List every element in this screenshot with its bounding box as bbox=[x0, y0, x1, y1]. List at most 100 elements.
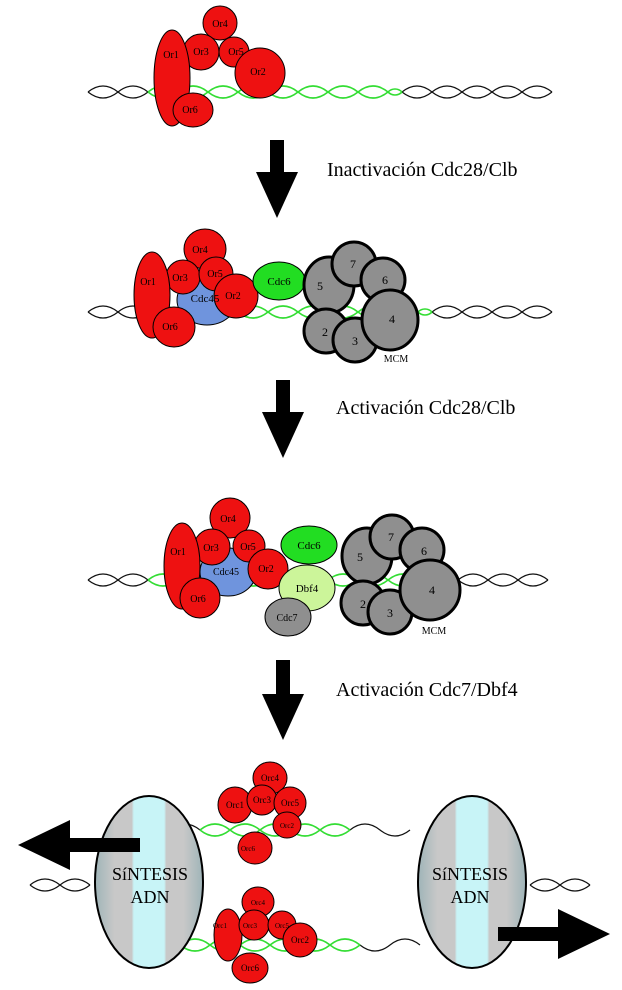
polymerase-label-left-line2: ADN bbox=[131, 887, 170, 907]
label-cdc45: Cdc45 bbox=[191, 293, 220, 305]
step-1-label: Inactivación Cdc28/Clb bbox=[327, 159, 518, 181]
label-orc6: Or6 bbox=[162, 322, 178, 333]
label-cdc6: Cdc6 bbox=[267, 276, 291, 288]
label-mcm7: 7 bbox=[350, 257, 356, 271]
orc6-subunit bbox=[152, 306, 196, 348]
label-orc-left-top: Or3 bbox=[193, 47, 209, 58]
label-orc4: Orc4 bbox=[251, 899, 265, 907]
orc2-subunit bbox=[234, 47, 286, 99]
mcm4-subunit bbox=[360, 288, 420, 352]
top-orc-complex bbox=[217, 761, 307, 865]
label-mcm6: 6 bbox=[382, 273, 388, 287]
mcm-complex bbox=[302, 240, 420, 364]
cdc7-protein bbox=[264, 597, 312, 637]
label-orc2: Orc2 bbox=[291, 935, 309, 945]
label-orc4: Or4 bbox=[220, 514, 236, 525]
label-orc6: Orc6 bbox=[241, 963, 259, 973]
bottom-orc-complex bbox=[213, 886, 318, 984]
label-orc-bottom: Or6 bbox=[182, 105, 198, 116]
label-mcm4: 4 bbox=[429, 583, 435, 597]
label-mcm4: 4 bbox=[389, 312, 395, 326]
orc1-subunit bbox=[213, 908, 243, 962]
stage-3: Or4 Or3 Or5 Or2 Or1 Or6 Cdc45 Cdc6 Dbf4 … bbox=[87, 497, 549, 637]
orc-complex bbox=[153, 5, 286, 128]
orc6-subunit bbox=[231, 952, 269, 984]
polymerase-body bbox=[417, 795, 527, 969]
arrow-step-2 bbox=[262, 380, 304, 458]
label-orc-mid: Or5 bbox=[228, 47, 244, 58]
label-dbf4: Dbf4 bbox=[296, 583, 319, 595]
label-cdc7: Cdc7 bbox=[276, 613, 297, 624]
label-mcm3: 3 bbox=[352, 334, 358, 348]
label-cdc6: Cdc6 bbox=[297, 540, 321, 552]
dna-strand-black-2 bbox=[87, 85, 553, 99]
right-polymerase: SíNTESIS ADN bbox=[417, 795, 527, 969]
label-mcm2: 2 bbox=[360, 597, 366, 611]
label-mcm3: 3 bbox=[387, 606, 393, 620]
step-2-label: Activación Cdc28/Clb bbox=[336, 397, 515, 419]
step-3-label: Activación Cdc7/Dbf4 bbox=[336, 679, 518, 701]
label-orc1: Orc1 bbox=[213, 922, 227, 930]
dna-right-black bbox=[529, 878, 591, 892]
orc6-subunit bbox=[237, 831, 273, 865]
label-orc2: Or2 bbox=[258, 564, 274, 575]
bottom-orc-labels: Orc4 Orc1 Orc3 Orc5 Orc2 Orc6 bbox=[213, 899, 309, 973]
label-orc4: Orc4 bbox=[261, 773, 279, 783]
left-direction-arrow bbox=[18, 820, 140, 870]
stage-2: Or4 Or3 Or5 Or2 Or1 Or6 Cdc45 Cdc6 5 7 6… bbox=[87, 228, 553, 365]
orc2-subunit bbox=[272, 811, 302, 839]
orc2-subunit bbox=[282, 922, 318, 958]
right-direction-arrow bbox=[498, 909, 610, 959]
dna-bottom-green bbox=[179, 938, 361, 952]
dna-left-black bbox=[29, 878, 91, 892]
label-orc-right: Or2 bbox=[250, 67, 266, 78]
polymerase-label-right-line2: ADN bbox=[451, 887, 490, 907]
cdc6-protein bbox=[280, 525, 338, 565]
orc2-subunit bbox=[247, 548, 289, 590]
polymerase-label-right-line1: SíNTESIS bbox=[432, 864, 508, 884]
dna-strand-black-2 bbox=[87, 573, 549, 587]
label-orc5: Or5 bbox=[240, 542, 256, 553]
orc6-subunit bbox=[172, 92, 214, 128]
label-orc1: Or1 bbox=[140, 277, 156, 288]
label-mcm: MCM bbox=[422, 626, 447, 637]
label-mcm2: 2 bbox=[322, 325, 328, 339]
label-mcm5: 5 bbox=[317, 279, 323, 293]
mcm4-subunit bbox=[398, 558, 462, 622]
label-orc2: Or2 bbox=[225, 291, 241, 302]
stage-4: Orc4 Orc1 Orc3 Orc5 Orc2 Orc6 Orc4 Orc1 … bbox=[18, 761, 610, 984]
label-orc-top: Or4 bbox=[212, 19, 228, 30]
label-orc1: Or1 bbox=[170, 547, 186, 558]
top-orc-labels: Orc4 Orc1 Orc3 Orc5 Orc2 Orc6 bbox=[226, 773, 299, 853]
label-orc3: Or3 bbox=[172, 273, 188, 284]
label-orc5: Orc5 bbox=[281, 798, 299, 808]
label-mcm5: 5 bbox=[357, 550, 363, 564]
label-mcm: MCM bbox=[384, 354, 409, 365]
orc-complex bbox=[163, 497, 289, 619]
label-orc5: Orc5 bbox=[275, 922, 289, 930]
label-orc3: Orc3 bbox=[253, 795, 271, 805]
label-orc1: Orc1 bbox=[226, 800, 244, 810]
label-mcm6: 6 bbox=[421, 544, 427, 558]
label-cdc45: Cdc45 bbox=[213, 567, 239, 578]
label-orc3: Or3 bbox=[203, 543, 219, 554]
polymerase-label-left-line1: SíNTESIS bbox=[112, 864, 188, 884]
stage-1: Or4 Or3 Or5 Or2 Or1 Or6 bbox=[87, 5, 553, 128]
orc6-subunit bbox=[179, 577, 221, 619]
stage-2-labels: Or4 Or3 Or5 Or2 Or1 Or6 Cdc45 Cdc6 5 7 6… bbox=[140, 245, 408, 365]
label-orc6: Orc6 bbox=[241, 845, 255, 853]
mcm-complex bbox=[339, 513, 462, 636]
arrow-step-1 bbox=[256, 140, 298, 218]
orc-labels: Or4 Or3 Or5 Or2 Or1 Or6 bbox=[163, 19, 266, 116]
dna-strand-green-2 bbox=[147, 85, 403, 99]
label-orc4: Or4 bbox=[192, 245, 208, 256]
arrow-step-3 bbox=[262, 660, 304, 740]
orc4-subunit bbox=[209, 497, 251, 539]
label-mcm7: 7 bbox=[388, 530, 394, 544]
label-orc2: Orc2 bbox=[280, 822, 294, 830]
orc-complex bbox=[133, 228, 259, 348]
label-orc-left: Or1 bbox=[163, 50, 179, 61]
orc2-subunit bbox=[213, 273, 259, 319]
label-orc5: Or5 bbox=[207, 269, 223, 280]
